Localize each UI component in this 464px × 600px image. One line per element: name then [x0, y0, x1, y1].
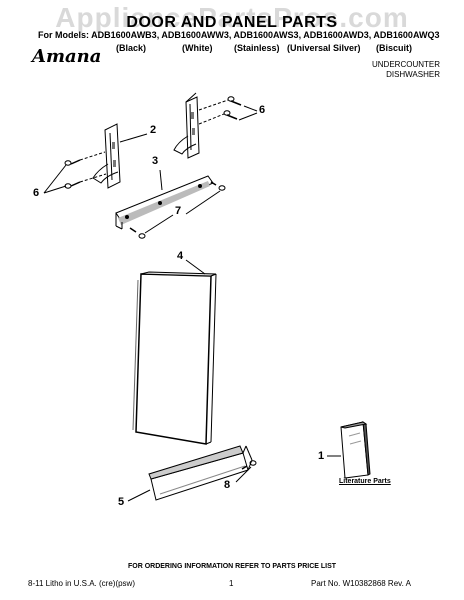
kick-plate: [148, 445, 253, 501]
callout-5: 5: [118, 496, 125, 508]
callout-6-right: 6: [259, 104, 266, 116]
hinge-bracket-left: [92, 123, 121, 189]
callout-4: 4: [177, 250, 184, 262]
callout-3: 3: [152, 155, 159, 167]
watermark: AppliancePartsPros.com: [55, 2, 409, 33]
variant-stainless: (Stainless): [234, 43, 280, 53]
callout-1: 1: [318, 450, 325, 462]
litho-note: 8-11 Litho in U.S.A. (cre)(psw): [28, 579, 135, 588]
brand-logo: Amana: [32, 46, 102, 67]
page-number: 1: [229, 579, 234, 588]
callout-8: 8: [224, 479, 231, 491]
screw-right-bottom: [223, 110, 238, 120]
model-numbers: For Models: ADB1600AWB3, ADB1600AWW3, AD…: [38, 30, 440, 40]
screw-kick-plate: [241, 460, 257, 470]
screw-left-top: [64, 159, 81, 166]
appliance-type: UNDERCOUNTER DISHWASHER: [372, 60, 440, 79]
literature-parts-label: Literature Parts: [339, 478, 391, 485]
variant-universal-silver: (Universal Silver): [287, 43, 361, 53]
door-hinge-rail: [115, 175, 214, 230]
screw-right-top: [227, 96, 242, 106]
callout-2: 2: [150, 124, 157, 136]
screw-rail-left: [129, 227, 146, 239]
variant-black: (Black): [116, 43, 147, 53]
literature-booklet: [340, 421, 371, 479]
screw-rail-right: [210, 181, 226, 191]
variant-biscuit: (Biscuit): [376, 43, 412, 53]
callout-6-left: 6: [33, 187, 40, 199]
ordering-info: FOR ORDERING INFORMATION REFER TO PARTS …: [127, 563, 337, 570]
screw-left-bottom: [64, 181, 81, 189]
part-number: Part No. W10382868 Rev. A: [311, 579, 411, 588]
callout-7: 7: [175, 205, 182, 217]
hinge-bracket-right: [173, 92, 200, 159]
door-panel: [132, 271, 217, 445]
page-title: DOOR AND PANEL PARTS: [126, 14, 338, 31]
variant-white: (White): [182, 43, 213, 53]
